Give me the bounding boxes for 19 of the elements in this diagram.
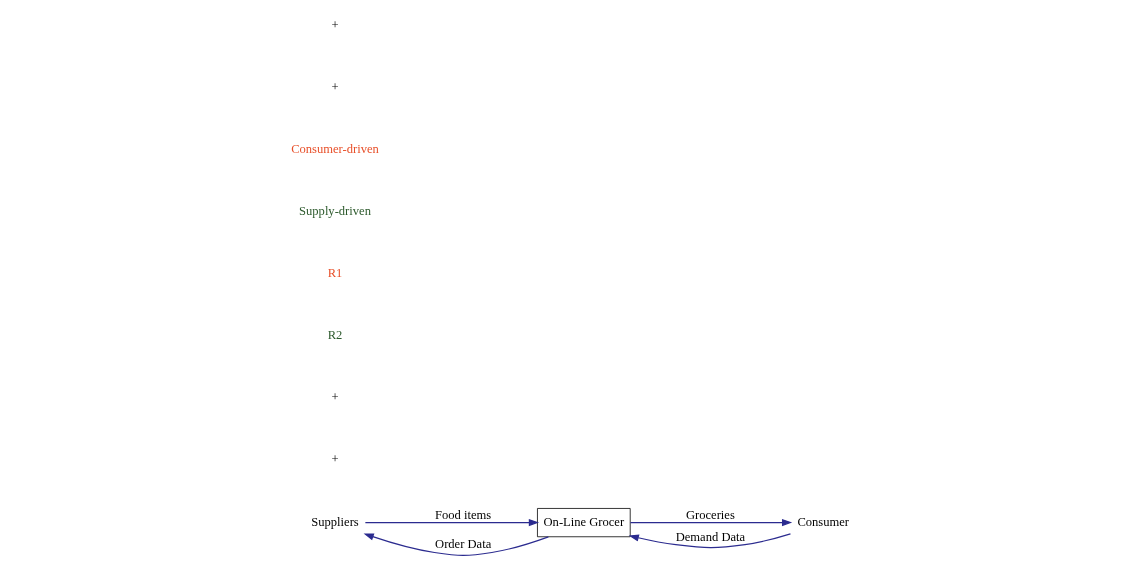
label: R1 [327, 266, 342, 281]
label: Supply-driven [298, 204, 371, 219]
edge-label: Food items [434, 507, 491, 522]
arrow [364, 519, 539, 527]
node-box: On-Line Grocer [536, 508, 631, 538]
edge-label: Demand Data [675, 529, 745, 544]
label: R2 [327, 328, 342, 343]
node-text: Consumer [796, 514, 849, 529]
edge-label: Groceries [685, 507, 735, 522]
label: + [330, 390, 339, 405]
label: + [330, 79, 339, 94]
arrow [629, 519, 792, 527]
arrow [628, 533, 791, 549]
edge-label: Order Data [434, 537, 491, 552]
label: + [330, 17, 339, 32]
label: + [330, 452, 339, 467]
label: Consumer-driven [290, 141, 379, 156]
arrow [363, 533, 549, 556]
node-text: Suppliers [310, 514, 359, 529]
